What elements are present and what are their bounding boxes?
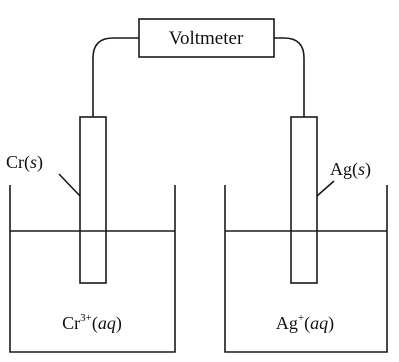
voltmeter-box (138, 18, 275, 58)
left-wire (92, 37, 139, 117)
left-beaker (9, 185, 176, 353)
right-beaker-outline (224, 185, 388, 353)
ag-solution-charge: + (298, 312, 304, 324)
silver-electrode (290, 116, 318, 284)
voltmeter: Voltmeter (138, 18, 275, 58)
voltmeter-label: Voltmeter (169, 28, 244, 49)
right-wire (274, 37, 305, 117)
left-beaker-outline (9, 185, 176, 353)
ag-solution-symbol: Ag (276, 313, 298, 333)
chromium-electrode (79, 116, 107, 284)
ag-solution-label: Ag+(aq) (276, 312, 334, 334)
ag-solution-open: ( (304, 313, 310, 334)
ag-electrode-close: ) (365, 159, 371, 180)
ag-label-leader (316, 180, 335, 197)
cr-label-leader (58, 173, 81, 197)
cr-electrode-state: s (30, 152, 37, 172)
cr-electrode-open: ( (24, 152, 30, 173)
cr-solution-close: ) (116, 313, 122, 334)
cr-electrode-symbol: Cr (6, 152, 24, 172)
cr-solution-label: Cr3+(aq) (62, 312, 122, 334)
cr-solution-open: ( (92, 313, 98, 334)
ag-electrode-state: s (358, 159, 365, 179)
ag-electrode-symbol: Ag (330, 159, 352, 179)
cr-electrode-close: ) (37, 152, 43, 173)
right-beaker (224, 185, 388, 353)
ag-electrode-open: ( (352, 159, 358, 180)
cr-solution-state: aq (98, 313, 116, 333)
ag-electrode-label: Ag(s) (330, 159, 371, 180)
ag-solution-state: aq (310, 313, 328, 333)
cr-electrode-label: Cr(s) (6, 152, 43, 173)
cr-solution-symbol: Cr (62, 313, 80, 333)
cr-solution-charge: 3+ (80, 312, 92, 324)
ag-solution-close: ) (328, 313, 334, 334)
